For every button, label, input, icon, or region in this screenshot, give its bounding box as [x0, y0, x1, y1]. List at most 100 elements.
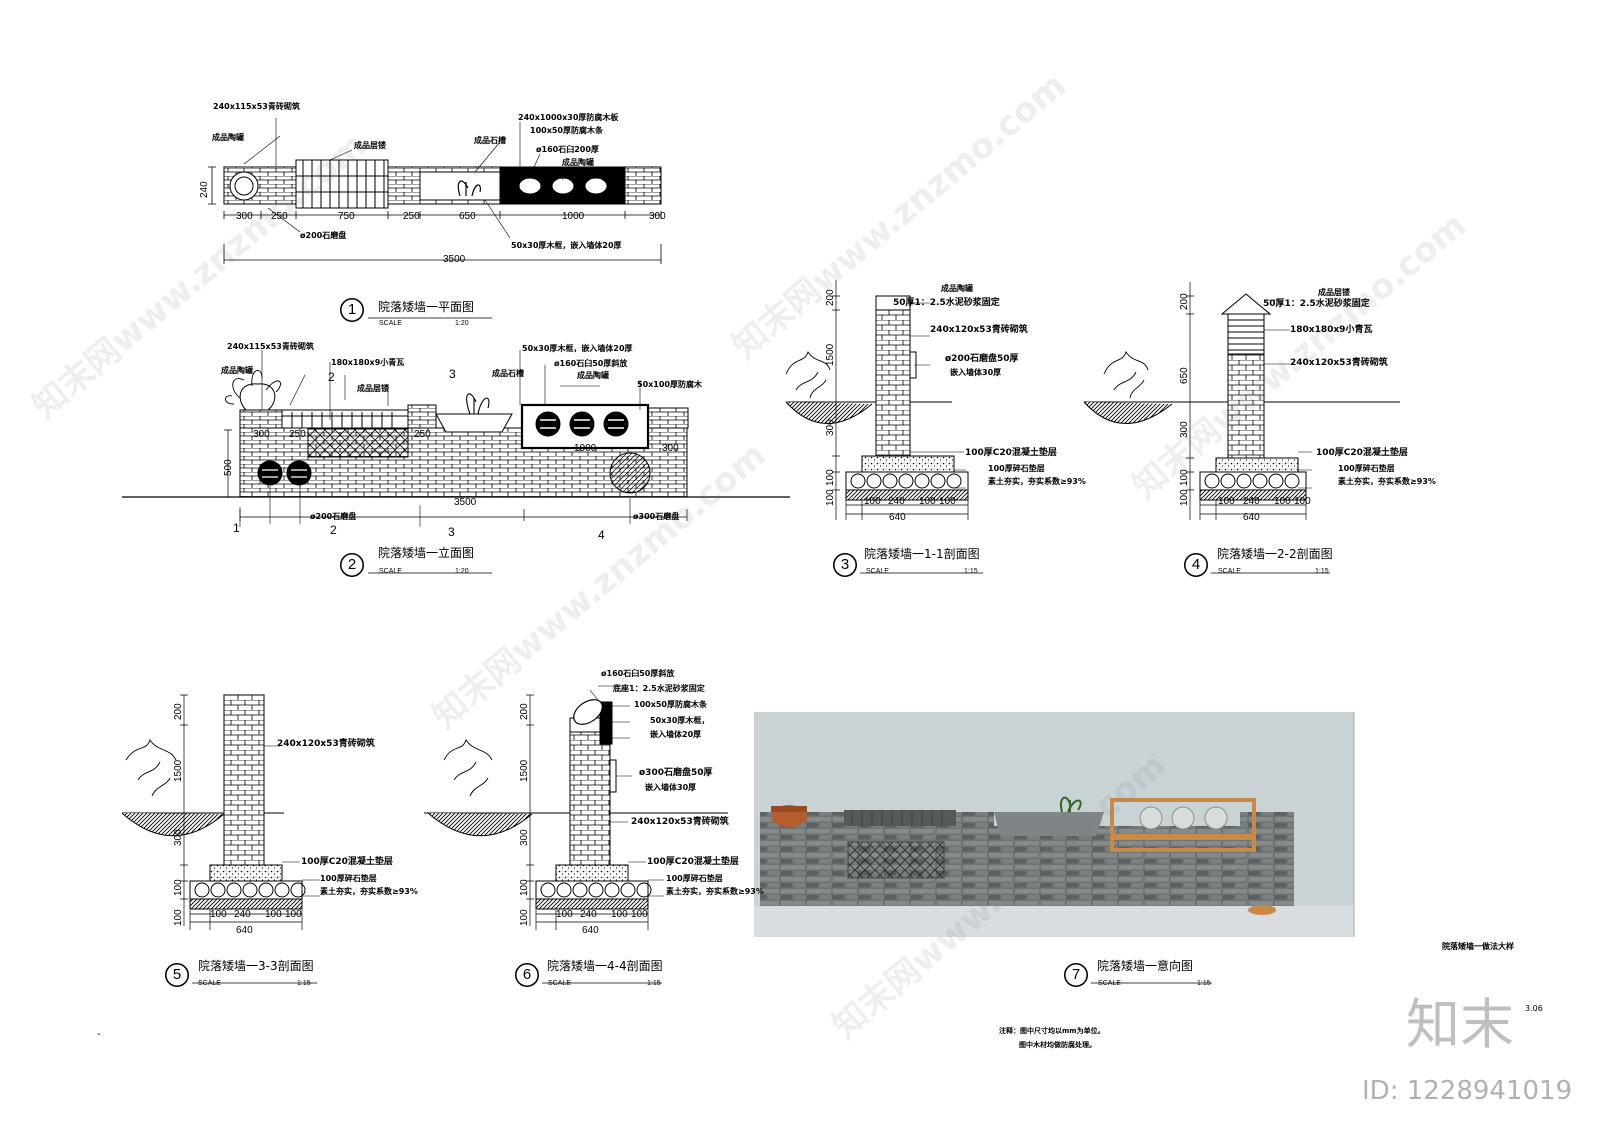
section-marker: 2 — [330, 523, 337, 537]
plan-label-strip: 100x50厚防腐木条 — [530, 126, 603, 135]
s11-label-millstone: ø200石磨盘50厚 — [945, 354, 1019, 364]
plan-label-mortar: ø160石臼200厚 — [536, 145, 599, 154]
s11-hdim: 100 — [939, 496, 956, 507]
s11-hdim: 100 — [919, 496, 936, 507]
s11-label-gravel: 100厚碎石垫层 — [988, 464, 1045, 473]
s33-vdim: 100 — [173, 879, 184, 896]
s22-label-gravel: 100厚碎石垫层 — [1338, 464, 1395, 473]
sec33-scale: 1:15 — [297, 980, 311, 987]
s22-hdim: 100 — [1218, 496, 1235, 507]
sec33-scale-word: SCALE — [198, 980, 221, 987]
sheet-caption: 院落矮墙一做法大样 — [1442, 942, 1514, 951]
s11-total: 640 — [889, 512, 906, 523]
s44-vdim: 100 — [519, 879, 530, 896]
plan-label-frame: 50x30厚木框，嵌入墙体20厚 — [511, 241, 622, 250]
s22-hdim: 240 — [1243, 496, 1260, 507]
s44-hdim: 100 — [611, 909, 628, 920]
s22-vdim: 650 — [1179, 367, 1190, 384]
elev-dim: 300 — [662, 443, 679, 454]
elev-label-lattice: 成品层镂 — [357, 384, 389, 393]
s11-hdim: 240 — [888, 496, 905, 507]
section-marker: 3 — [449, 367, 456, 381]
s44-label-mortar-top: ø160石臼50厚斜放 — [601, 669, 675, 678]
sec44-title: 院落矮墙一4-4剖面图 — [547, 959, 663, 973]
plan-label-jar: 成品陶罐 — [562, 158, 594, 167]
s11-label-mortar: 50厚1：2.5水泥砂浆固定 — [893, 298, 1000, 308]
section-4-4 — [424, 685, 728, 987]
view-number-3: 3 — [833, 553, 857, 577]
elev-dim-total: 3500 — [454, 497, 477, 508]
s22-total: 640 — [1243, 512, 1260, 523]
sec22-scale: 1:15 — [1315, 568, 1329, 575]
s44-label-embed30: 嵌入墙体30厚 — [645, 783, 697, 792]
s22-hdim: 100 — [1274, 496, 1291, 507]
s44-vdim: 300 — [519, 829, 530, 846]
sec44-scale-word: SCALE — [548, 980, 571, 987]
s11-label-brick: 240x120x53青砖砌筑 — [930, 325, 1028, 335]
s33-label-concrete: 100厚C20混凝土垫层 — [301, 857, 393, 867]
s44-label-brick: 240x120x53青砖砌筑 — [631, 817, 729, 827]
elev-dim: 1000 — [574, 443, 597, 454]
render-scale: 1:15 — [1197, 980, 1211, 987]
s22-hdim: 100 — [1294, 496, 1311, 507]
s11-vdim: 200 — [825, 289, 836, 306]
s33-vdim: 100 — [173, 909, 184, 926]
s11-vdim: 100 — [825, 489, 836, 506]
sec11-scale-word: SCALE — [866, 568, 889, 575]
s11-vdim: 1500 — [825, 343, 836, 366]
brand-logo: 知末 — [1406, 993, 1514, 1056]
plan-dim: 300 — [236, 211, 253, 222]
elev-label-millstone300: ø300石磨盘 — [633, 512, 680, 521]
render-scale-word: SCALE — [1098, 980, 1121, 987]
s22-vdim: 100 — [1179, 489, 1190, 506]
s11-label-soil: 素土夯实，夯实系数≥93% — [988, 477, 1086, 486]
view-number-7: 7 — [1064, 963, 1088, 987]
render-view — [754, 712, 1355, 987]
stray-dash: - — [97, 1029, 101, 1040]
s11-vdim: 100 — [825, 469, 836, 486]
elev-label-jar: 成品陶罐 — [577, 371, 609, 380]
plan-scale-word: SCALE — [379, 320, 402, 327]
elev-label-pot: 成品陶罐 — [221, 366, 253, 375]
s22-label-brick: 240x120x53青砖砌筑 — [1290, 358, 1388, 368]
s44-label-soil: 素土夯实，夯实系数≥93% — [666, 887, 764, 896]
plan-label-pot: 成品陶罐 — [212, 133, 244, 142]
s33-hdim: 100 — [285, 909, 302, 920]
s11-label-embed: 嵌入墙体30厚 — [950, 368, 1002, 377]
view-number-5: 5 — [165, 963, 189, 987]
section-marker: 3 — [448, 525, 455, 539]
elev-label-millstone200: ø200石磨盘 — [310, 512, 357, 521]
s22-label-tile: 180x180x9小青瓦 — [1290, 325, 1373, 335]
s33-hdim: 100 — [210, 909, 227, 920]
s44-label-concrete: 100厚C20混凝土垫层 — [647, 857, 739, 867]
elevation-scale-word: SCALE — [379, 568, 402, 575]
elev-dim: 250 — [414, 429, 431, 440]
s44-label-strip: 100x50厚防腐木条 — [634, 700, 707, 709]
sec33-title: 院落矮墙一3-3剖面图 — [198, 959, 314, 973]
plan-title: 院落矮墙一平面图 — [378, 300, 475, 314]
s22-label-concrete: 100厚C20混凝土垫层 — [1316, 448, 1408, 458]
sec22-title: 院落矮墙一2-2剖面图 — [1217, 547, 1333, 561]
elev-label-frame: 50x30厚木框，嵌入墙体20厚 — [522, 344, 633, 353]
s44-hdim: 100 — [556, 909, 573, 920]
s22-label-mortar: 50厚1：2.5水泥砂浆固定 — [1263, 299, 1370, 309]
plan-dim: 1000 — [562, 211, 585, 222]
s33-total: 640 — [236, 925, 253, 936]
brand-id: ID: 1228941019 — [1362, 1076, 1573, 1106]
elevation-scale: 1:20 — [455, 568, 469, 575]
note-line-2: 图中木材均做防腐处理。 — [1019, 1041, 1096, 1049]
section-marker: 2 — [328, 370, 335, 384]
s44-vdim: 1500 — [519, 759, 530, 782]
s44-label-gravel: 100厚碎石垫层 — [666, 874, 723, 883]
view-number-6: 6 — [515, 963, 539, 987]
s33-label-soil: 素土夯实，夯实系数≥93% — [320, 887, 418, 896]
plan-dim-height: 240 — [199, 181, 210, 198]
view-number-4: 4 — [1184, 553, 1208, 577]
s33-label-brick: 240x120x53青砖砌筑 — [277, 739, 375, 749]
s11-vdim: 300 — [825, 419, 836, 436]
s22-vdim: 300 — [1179, 421, 1190, 438]
plan-dim: 250 — [403, 211, 420, 222]
section-marker: 1 — [233, 521, 240, 535]
elev-dim: 300 — [253, 429, 270, 440]
